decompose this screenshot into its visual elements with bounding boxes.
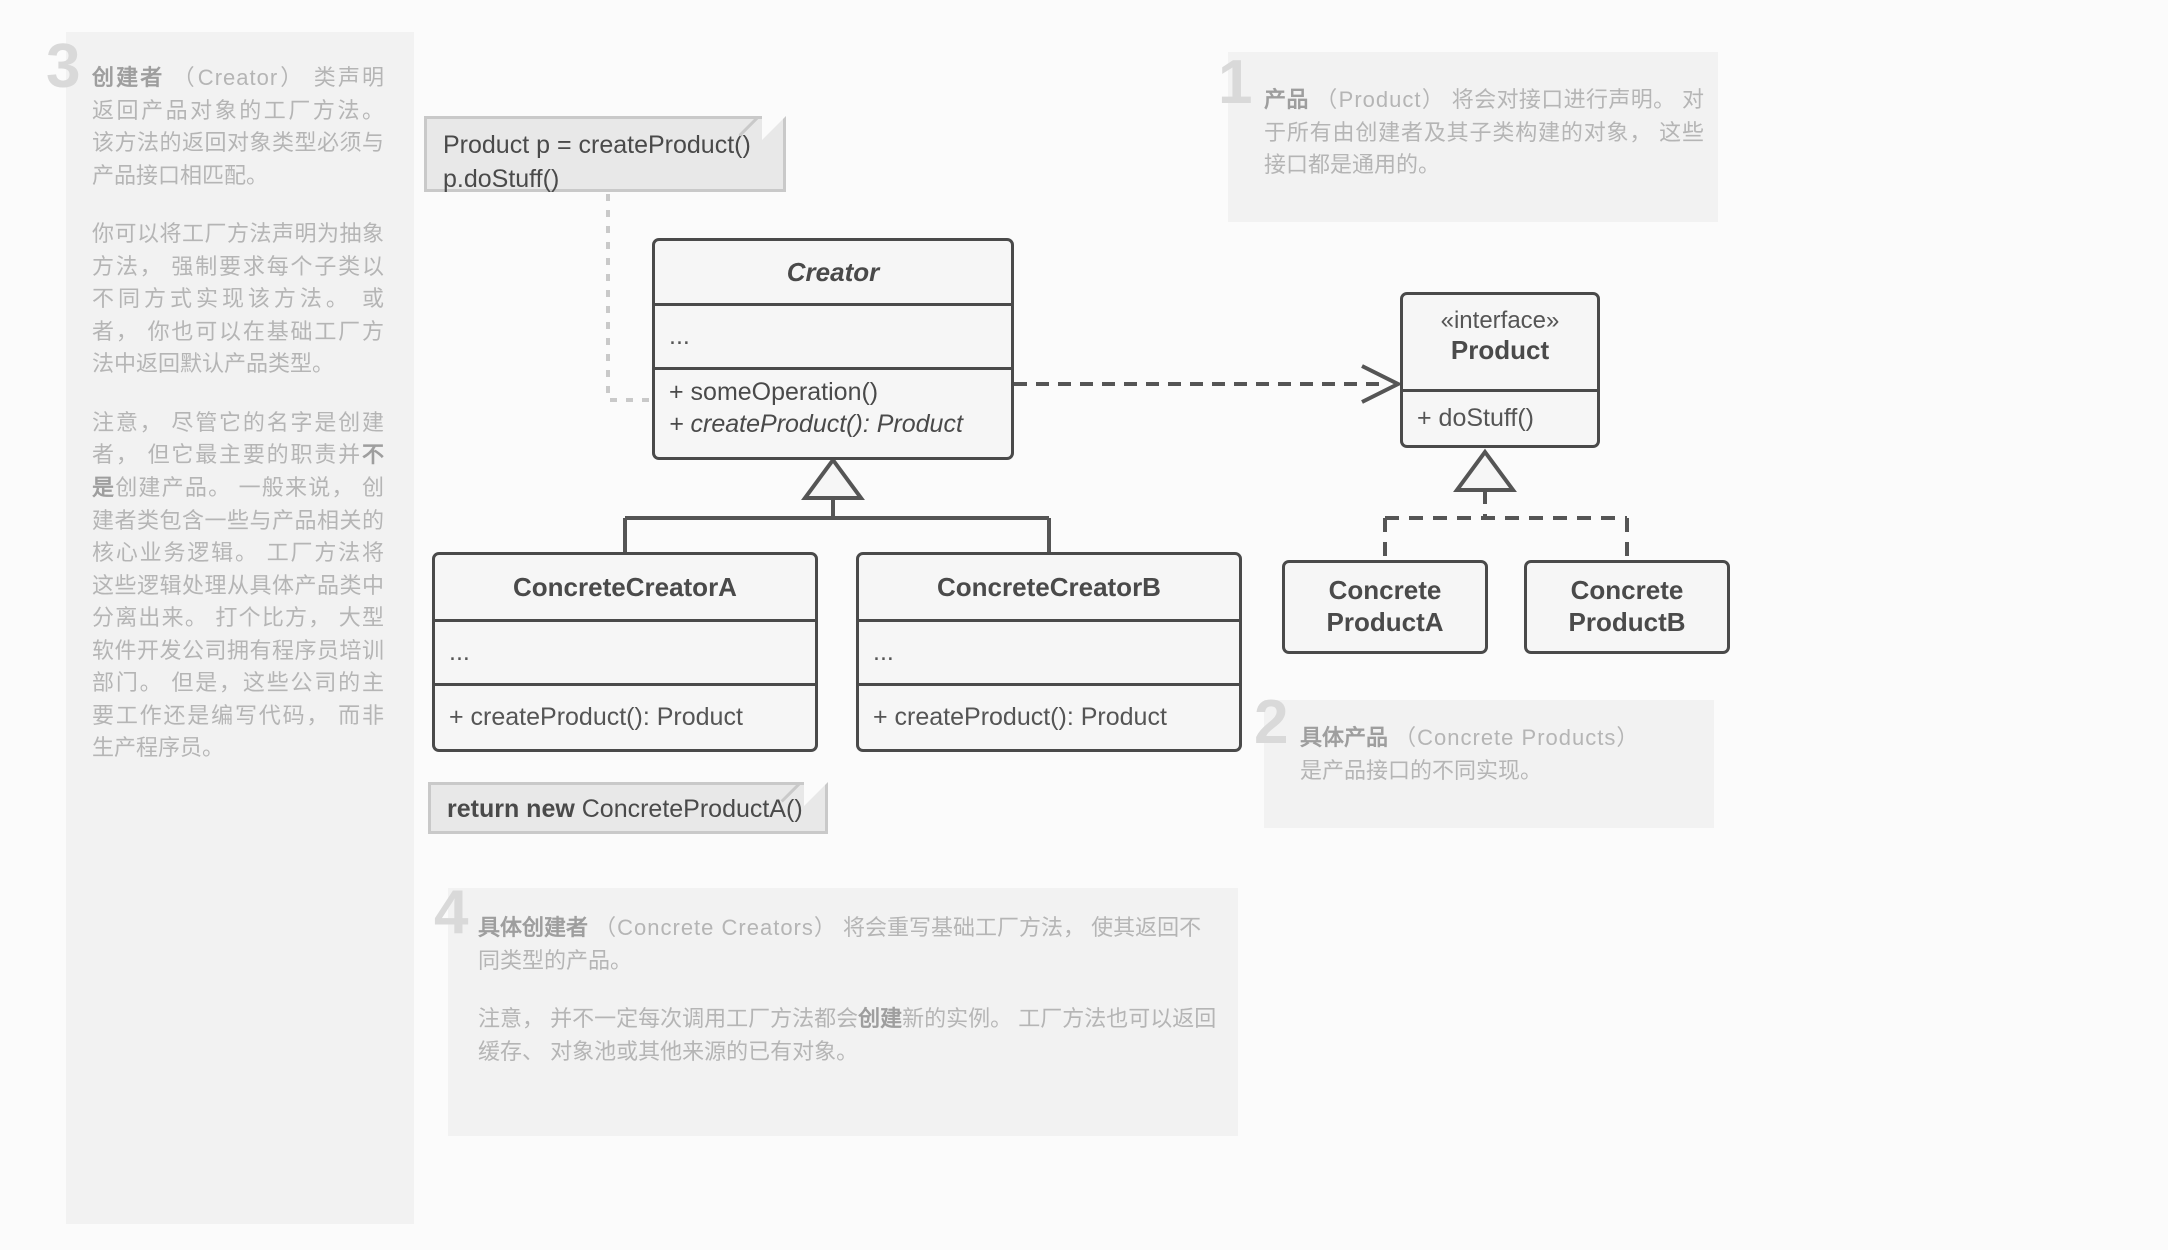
annotation-text-concrete-creators: 具体创建者 （Concrete Creators） 将会重写基础工厂方法， 使其… [478, 912, 1220, 1068]
annotation-paragraph: 产品 （Product） 将会对接口进行声明。 对于所有由创建者及其子类构建的对… [1264, 87, 1704, 178]
class-attributes-concrete-creator-b: ... [859, 619, 1239, 683]
annotation-paragraph: 具体创建者 （Concrete Creators） 将会重写基础工厂方法， 使其… [478, 915, 1202, 973]
class-attributes-creator: ... [655, 303, 1011, 367]
annotation-number-1: 1 [1218, 48, 1252, 117]
class-title-concrete-creator-a: ConcreteCreatorA [513, 571, 737, 602]
class-attributes-concrete-creator-a: ... [435, 619, 815, 683]
note-return-expression: ConcreteProductA() [574, 795, 803, 823]
dependency-arrowhead [1361, 364, 1403, 404]
operation-create-product: + createProduct(): Product [669, 410, 963, 438]
annotation-panel-concrete-creators [448, 888, 1238, 1136]
annotation-number-2: 2 [1254, 688, 1288, 757]
generalization-lines-creators [623, 498, 1051, 552]
note-line-1: Product p = createProduct() [443, 131, 751, 159]
note-return-statement: return new ConcreteProductA() [428, 782, 828, 834]
class-operations-concrete-creator-b: + createProduct(): Product [859, 683, 1239, 749]
class-operations-product: + doStuff() [1403, 389, 1597, 445]
class-box-concrete-creator-b[interactable]: ConcreteCreatorB ... + createProduct(): … [856, 552, 1242, 752]
class-box-concrete-creator-a[interactable]: ConcreteCreatorA ... + createProduct(): … [432, 552, 818, 752]
note-fold-icon [762, 116, 786, 140]
stereotype-label: «interface» [1440, 307, 1560, 334]
annotation-paragraph: 具体产品 （Concrete Products）是产品接口的不同实现。 [1300, 725, 1640, 783]
annotation-text-concrete-products: 具体产品 （Concrete Products）是产品接口的不同实现。 [1300, 722, 1710, 787]
note-connector-usage [606, 194, 652, 402]
annotation-paragraph: 创建者 （Creator） 类声明返回产品对象的工厂方法。 该方法的返回对象类型… [92, 65, 384, 188]
class-title-line-2: ProductB [1568, 607, 1686, 637]
note-return-text: return new ConcreteProductA() [447, 793, 809, 827]
note-usage-snippet: Product p = createProduct() p.doStuff() [424, 116, 786, 193]
annotation-panel-concrete-products [1264, 700, 1714, 828]
annotation-number-3: 3 [46, 32, 80, 101]
realization-lines-products [1383, 490, 1629, 560]
class-operations-creator: + someOperation() + createProduct(): Pro… [655, 367, 1011, 457]
generalization-triangle-creator [801, 456, 865, 500]
interface-header-product: «interface» Product [1403, 295, 1597, 389]
class-box-product[interactable]: «interface» Product + doStuff() [1400, 292, 1600, 448]
class-operations-concrete-creator-a: + createProduct(): Product [435, 683, 815, 749]
class-box-concrete-product-b[interactable]: Concrete ProductB [1524, 560, 1730, 654]
note-fold-icon [804, 782, 828, 806]
annotation-paragraph: 注意， 并不一定每次调用工厂方法都会创建新的实例。 工厂方法也可以返回缓存、 对… [478, 1006, 1217, 1064]
annotation-number-4: 4 [434, 878, 468, 947]
note-return-keyword: return new [447, 795, 575, 823]
class-title-creator: Creator [786, 256, 880, 287]
annotation-panel-creator [66, 32, 414, 1224]
realization-triangle-product [1453, 448, 1517, 492]
class-title-concrete-creator-b: ConcreteCreatorB [937, 571, 1161, 602]
class-title-concrete-product-b: Concrete ProductB [1527, 575, 1727, 638]
class-title-line-1: Concrete [1328, 575, 1442, 606]
note-line-2: p.doStuff() [443, 164, 560, 193]
annotation-paragraph: 你可以将工厂方法声明为抽象方法， 强制要求每个子类以不同方式实现该方法。 或者，… [92, 221, 384, 377]
class-box-concrete-product-a[interactable]: Concrete ProductA [1282, 560, 1488, 654]
class-title-line-2: ProductA [1326, 607, 1444, 637]
annotation-text-creator: 创建者 （Creator） 类声明返回产品对象的工厂方法。 该方法的返回对象类型… [92, 62, 384, 765]
annotation-paragraph: 注意， 尽管它的名字是创建者， 但它最主要的职责并不是创建产品。 一般来说， 创… [92, 409, 384, 761]
class-box-creator[interactable]: Creator ... + someOperation() + createPr… [652, 238, 1014, 460]
operation-some-operation: + someOperation() [669, 378, 879, 406]
class-title-product: Product [1450, 335, 1550, 365]
annotation-text-product: 产品 （Product） 将会对接口进行声明。 对于所有由创建者及其子类构建的对… [1264, 84, 1704, 182]
annotation-panel-product [1228, 52, 1718, 222]
class-title-line-1: Concrete [1570, 575, 1684, 606]
class-title-concrete-product-a: Concrete ProductA [1285, 575, 1485, 638]
